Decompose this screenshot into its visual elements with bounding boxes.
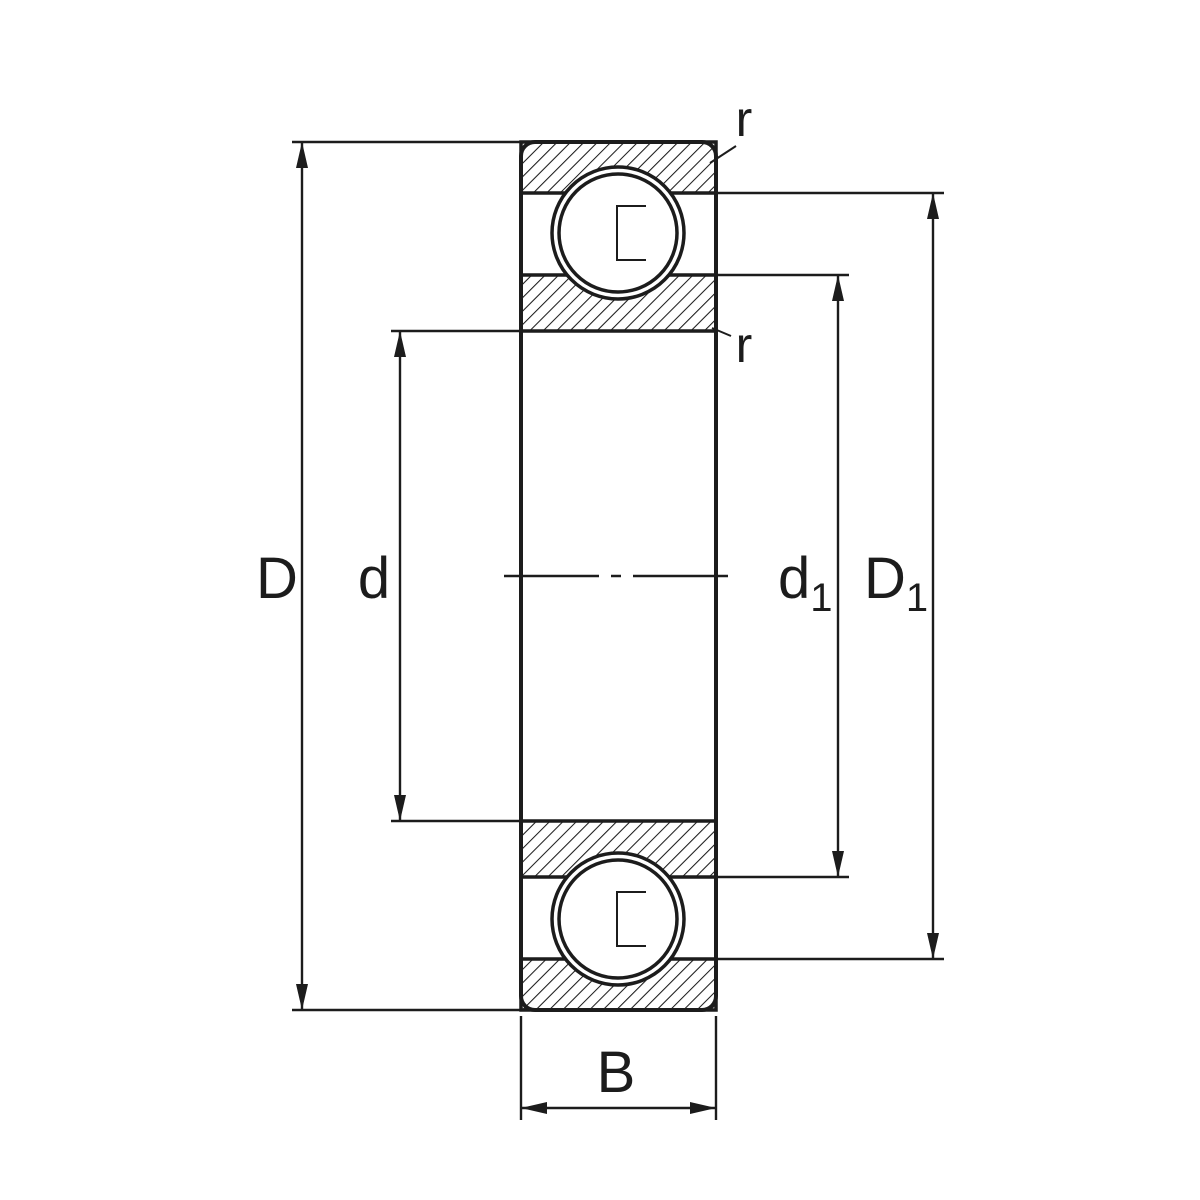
leader-line [709, 145, 737, 164]
extension-lines [292, 140, 944, 1120]
dimension-outer-diameter: D [256, 142, 308, 1010]
label-chamfer-outer: r [736, 91, 753, 147]
label-inner-shoulder-diameter: d1 [778, 546, 833, 620]
label-bore-diameter: d [358, 546, 390, 611]
cage-top [616, 205, 646, 261]
label-width: B [597, 1040, 636, 1105]
dimension-inner-shoulder-diameter: d1 [778, 275, 844, 877]
callout-chamfer-outer: r [709, 91, 753, 164]
label-chamfer-inner: r [736, 317, 753, 373]
dimension-outer-shoulder-diameter: D1 [864, 193, 939, 959]
arrow-up-icon [832, 275, 844, 301]
dimension-bore-diameter: d [358, 331, 406, 821]
arrow-down-icon [394, 795, 406, 821]
label-outer-shoulder-diameter: D1 [864, 546, 928, 620]
label-outer-diameter: D [256, 546, 298, 611]
cage-bottom [616, 891, 646, 947]
dimension-width: B [521, 1040, 716, 1114]
arrow-down-icon [832, 851, 844, 877]
bearing-body [504, 140, 735, 1012]
arrow-left-icon [521, 1102, 547, 1114]
arrow-up-icon [296, 142, 308, 168]
arrow-up-icon [394, 331, 406, 357]
arrow-down-icon [296, 984, 308, 1010]
arrow-down-icon [927, 933, 939, 959]
arrow-up-icon [927, 193, 939, 219]
callout-chamfer-inner: r [711, 317, 753, 373]
arrow-right-icon [690, 1102, 716, 1114]
leader-line [711, 327, 732, 337]
